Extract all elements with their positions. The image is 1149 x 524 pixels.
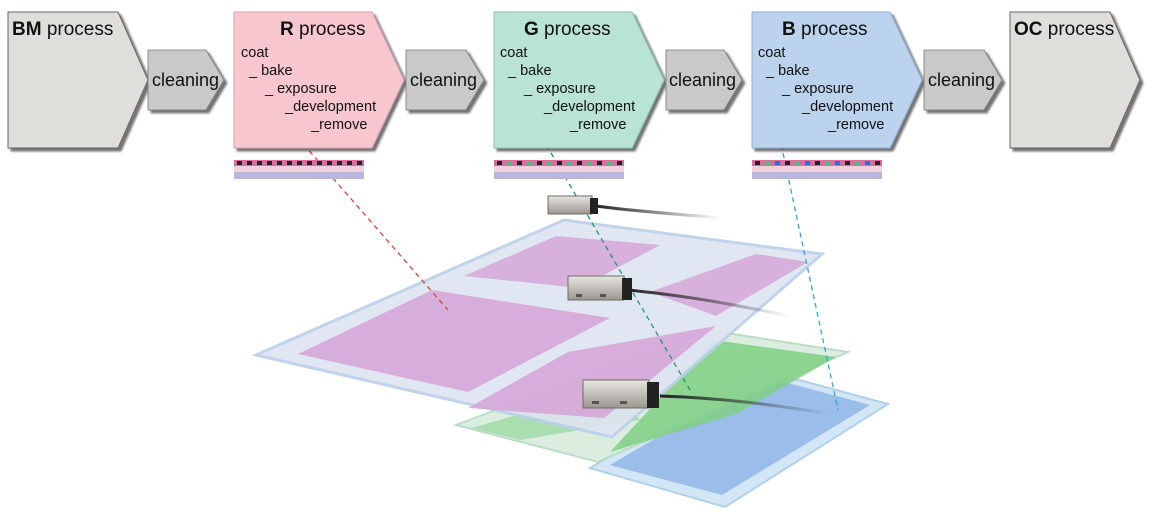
- g-process-step: G process coat _ bake _ exposure _develo…: [493, 11, 665, 149]
- layer-dot: [347, 161, 352, 165]
- r-step-coat: coat: [241, 45, 268, 61]
- layer-dot: [267, 161, 272, 165]
- pink-glass-panel: [251, 218, 826, 439]
- b-step-development: _development: [801, 99, 893, 115]
- layer-dot: [875, 161, 880, 165]
- b-step-bake: _ bake: [765, 63, 810, 79]
- layer-dot: [307, 161, 312, 165]
- b-process-step: B process coat _ bake _ exposure _develo…: [751, 11, 923, 149]
- sensor-top: [547, 195, 721, 220]
- layer-dot: [587, 161, 592, 165]
- layer-dot: [517, 161, 522, 165]
- layer-dot: [237, 161, 242, 165]
- layer-dot: [297, 161, 302, 165]
- g-step-exposure: _ exposure: [523, 81, 596, 97]
- g-process-title: G process: [524, 19, 611, 40]
- layer-dot: [547, 161, 552, 165]
- b-step-remove: _remove: [827, 117, 884, 133]
- cleaning-step-1: cleaning: [147, 49, 225, 111]
- layer-dot: [825, 161, 830, 165]
- g-step-bake: _ bake: [507, 63, 552, 79]
- r-process-step: R process coat _ bake _ exposure _develo…: [233, 11, 405, 149]
- b-step-exposure: _ exposure: [781, 81, 854, 97]
- layer-dot: [277, 161, 282, 165]
- b-step-coat: coat: [758, 45, 785, 61]
- layer-dot: [537, 161, 542, 165]
- r-step-remove: _remove: [310, 117, 367, 133]
- oc-process-step: OC process: [1009, 11, 1141, 149]
- bm-process-step: BM process: [7, 11, 149, 149]
- r-layer-stack: [234, 160, 364, 179]
- layer-dot: [507, 161, 512, 165]
- layer-dot: [855, 161, 860, 165]
- g-step-coat: coat: [500, 45, 527, 61]
- cleaning-label-4: cleaning: [928, 70, 995, 90]
- layer-dot: [497, 161, 502, 165]
- cleaning-step-4: cleaning: [923, 49, 1003, 111]
- g-step-remove: _remove: [569, 117, 626, 133]
- layer-dot: [327, 161, 332, 165]
- b-process-title: B process: [782, 19, 868, 40]
- g-layer-stack: [494, 160, 624, 179]
- layer-dot: [337, 161, 342, 165]
- cleaning-label-3: cleaning: [669, 70, 736, 90]
- layer-dot: [257, 161, 262, 165]
- layer-dot: [815, 161, 820, 165]
- layer-dot: [795, 161, 800, 165]
- sensor-middle: [567, 275, 791, 318]
- layer-dot: [357, 161, 362, 165]
- layer-dot: [247, 161, 252, 165]
- r-step-bake: _ bake: [248, 63, 293, 79]
- layer-dot: [755, 161, 760, 165]
- b-layer-stack: [752, 160, 882, 179]
- layer-dot: [765, 161, 770, 165]
- layer-dot: [527, 161, 532, 165]
- g-step-development: _development: [543, 99, 635, 115]
- layer-dot: [287, 161, 292, 165]
- layer-dot: [557, 161, 562, 165]
- layer-dot: [597, 161, 602, 165]
- layer-dot: [835, 161, 840, 165]
- layer-dot: [775, 161, 780, 165]
- layer-dot: [607, 161, 612, 165]
- layer-dot: [785, 161, 790, 165]
- cleaning-step-3: cleaning: [665, 49, 743, 111]
- layer-dot: [865, 161, 870, 165]
- layer-dot: [317, 161, 322, 165]
- cleaning-label-2: cleaning: [410, 70, 477, 90]
- sensor-bottom: [582, 379, 831, 416]
- oc-process-title: OC process: [1014, 19, 1114, 40]
- cleaning-label-1: cleaning: [152, 70, 219, 90]
- layer-dot: [577, 161, 582, 165]
- r-step-exposure: _ exposure: [264, 81, 337, 97]
- layer-dot: [805, 161, 810, 165]
- layer-dot: [617, 161, 622, 165]
- bm-process-title: BM process: [12, 19, 113, 40]
- r-process-title: R process: [280, 19, 366, 40]
- cleaning-step-2: cleaning: [405, 49, 485, 111]
- r-step-development: _development: [284, 99, 376, 115]
- layer-dot: [845, 161, 850, 165]
- layer-dot: [567, 161, 572, 165]
